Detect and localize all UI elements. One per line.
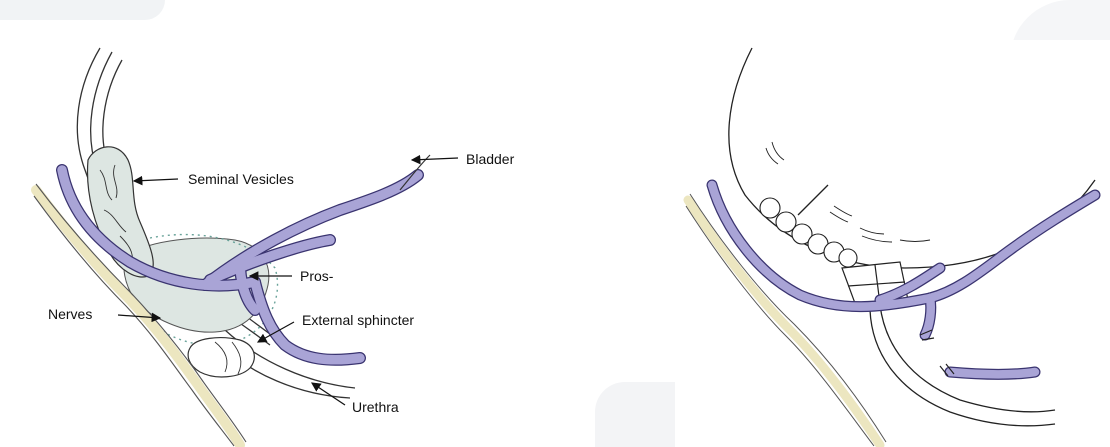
label-nerves: Nerves <box>48 306 92 322</box>
label-external-sphincter: External sphincter <box>302 312 414 328</box>
external-sphincter <box>188 338 254 377</box>
label-urethra: Urethra <box>352 399 399 415</box>
label-bladder: Bladder <box>466 151 515 167</box>
label-seminal-vesicles: Seminal Vesicles <box>188 171 294 187</box>
label-prostate: Pros- <box>300 268 334 284</box>
right-diagram <box>675 40 1110 447</box>
left-diagram: Bladder Seminal Vesicles Pros- External … <box>28 20 583 446</box>
